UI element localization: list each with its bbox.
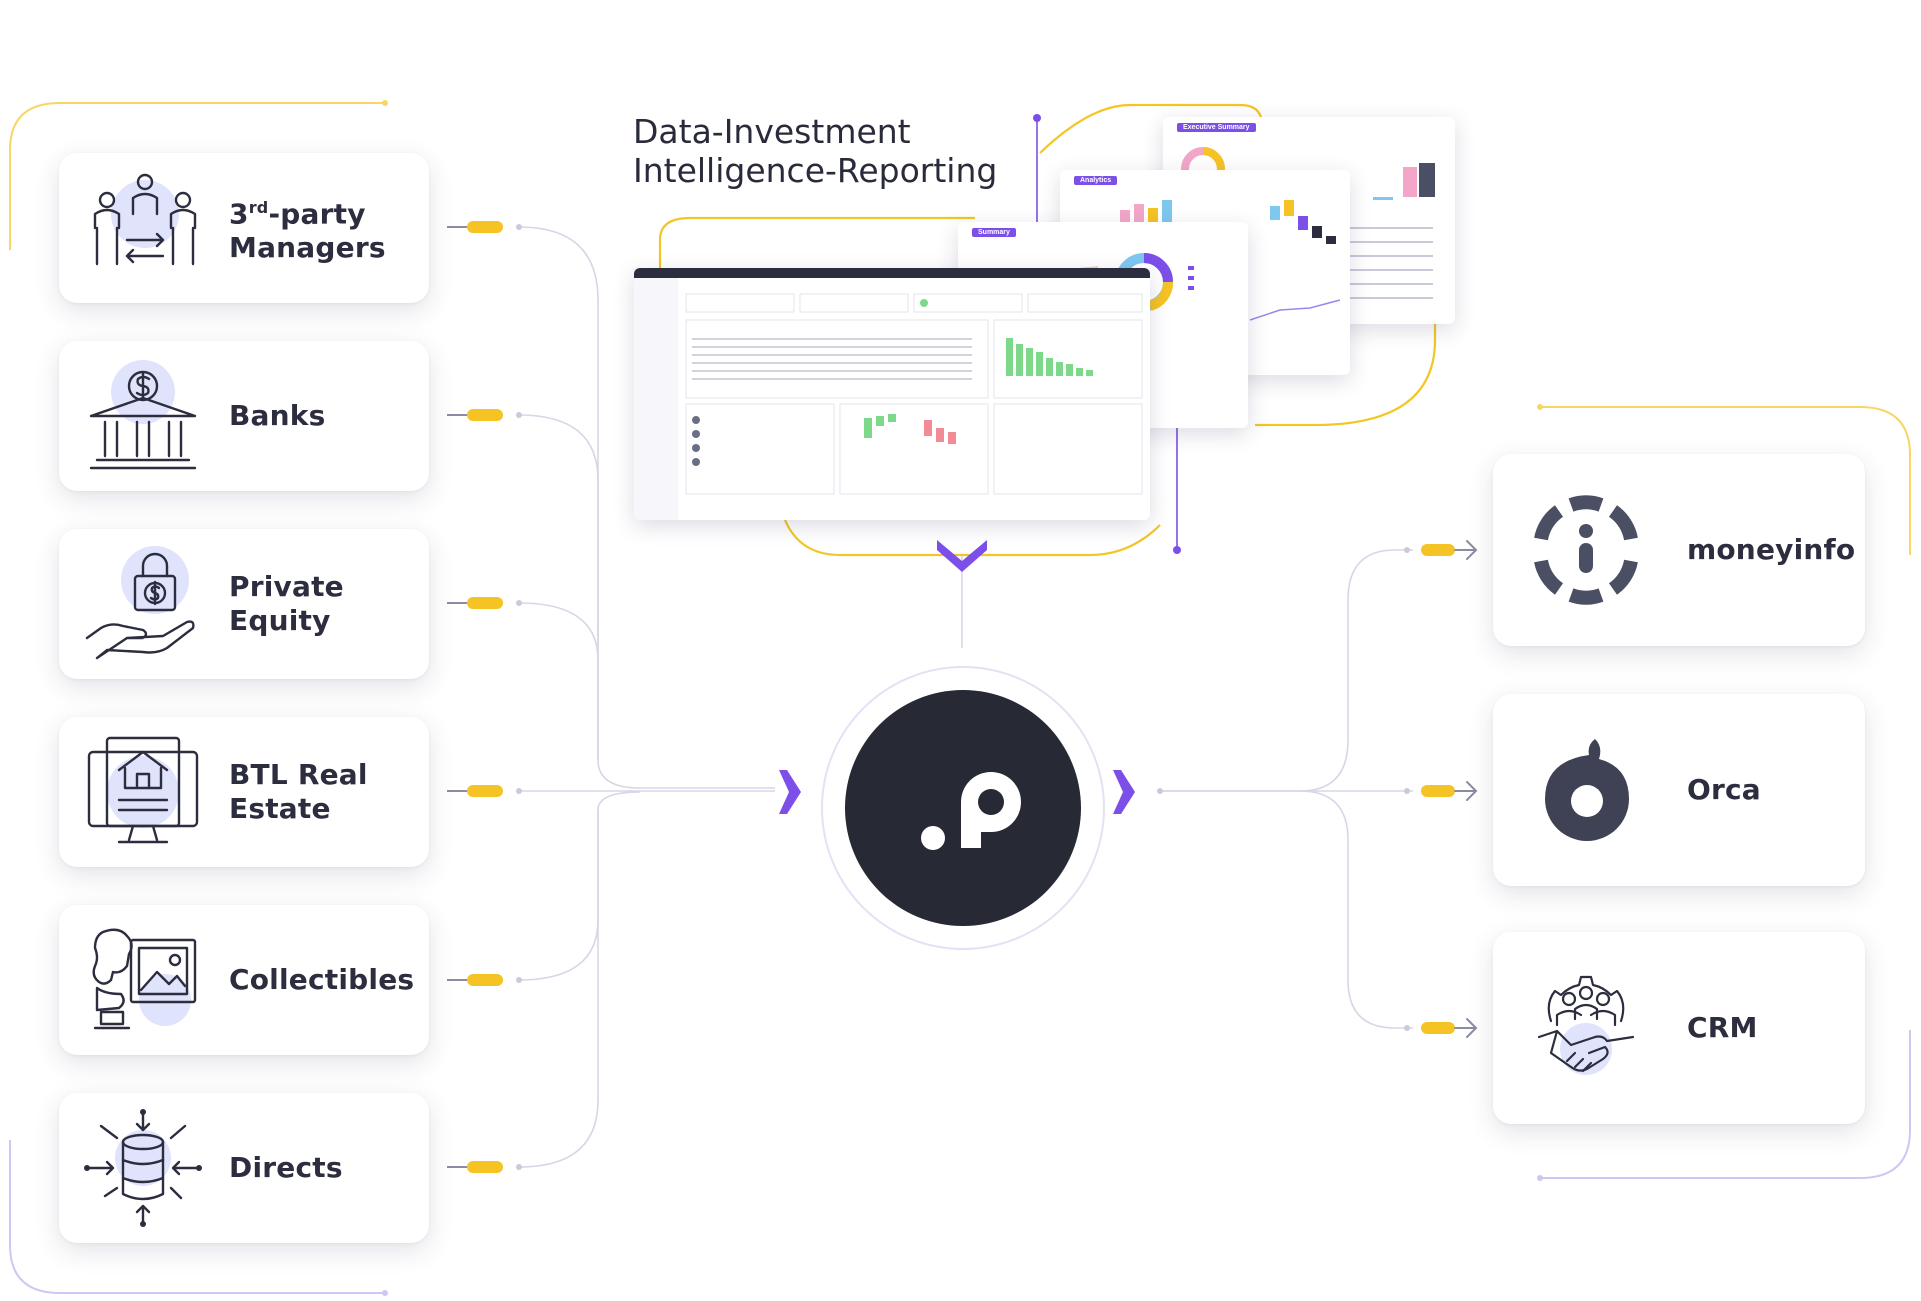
source-card-directs[interactable]: Directs: [59, 1093, 429, 1243]
art-bust-icon: [92, 928, 197, 1030]
hub-ring: [821, 666, 1105, 950]
title-line-2: Intelligence-Reporting: [633, 151, 998, 190]
source-label: BTL Real Estate: [229, 758, 368, 825]
dashboard-ui-preview: [634, 268, 1150, 520]
source-label: Private Equity: [229, 570, 344, 637]
destination-label: Orca: [1687, 773, 1761, 806]
summary-tag: Summary: [972, 228, 1016, 237]
source-label: Directs: [229, 1151, 343, 1184]
pillar-logo-icon: [845, 690, 1081, 926]
hub-logo: [921, 772, 1021, 850]
title-line-1: Data-Investment: [633, 112, 911, 151]
source-card-private-equity[interactable]: Private Equity: [59, 529, 429, 679]
dashboard-screenshot: [634, 268, 1150, 520]
diagram-title: Data-Investment Intelligence-Reporting: [633, 112, 997, 190]
executive-summary-chart: [1181, 147, 1435, 299]
source-card-collectibles[interactable]: Collectibles: [59, 905, 429, 1055]
executive-summary-tag: Executive Summary: [1177, 123, 1256, 132]
crm-handshake-icon: [1537, 975, 1635, 1075]
orca-logo-icon: [1545, 739, 1629, 841]
bank-icon: [89, 360, 197, 470]
house-monitor-icon: [87, 736, 199, 844]
managers-icon: [93, 173, 197, 266]
source-label: Collectibles: [229, 963, 415, 996]
locked-dollar-hand-icon: [85, 546, 195, 660]
source-card-banks[interactable]: Banks: [59, 341, 429, 491]
destination-card-orca[interactable]: Orca: [1493, 694, 1865, 886]
source-card-3rd-party-managers[interactable]: 3rd-party Managers: [59, 153, 429, 303]
source-card-btl-real-estate[interactable]: BTL Real Estate: [59, 717, 429, 867]
analytics-tag: Analytics: [1074, 176, 1118, 185]
source-label: 3rd-party Managers: [229, 197, 386, 265]
database-arrows-icon: [84, 1109, 202, 1227]
destination-label: moneyinfo: [1687, 533, 1856, 566]
moneyinfo-logo-icon: [1534, 495, 1638, 605]
destination-card-moneyinfo[interactable]: moneyinfo: [1493, 454, 1865, 646]
source-label: Banks: [229, 399, 326, 432]
destination-label: CRM: [1687, 1011, 1758, 1044]
analytics-chart: [1120, 200, 1341, 321]
destination-card-crm[interactable]: CRM: [1493, 932, 1865, 1124]
